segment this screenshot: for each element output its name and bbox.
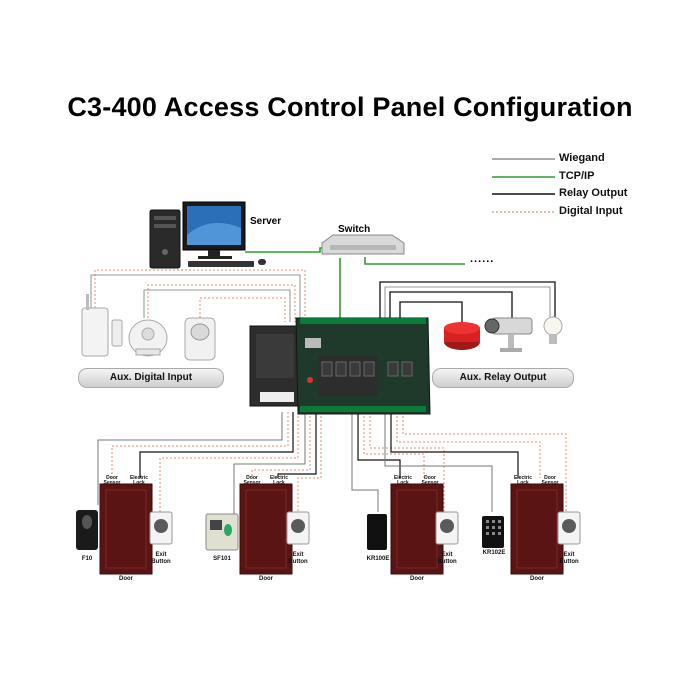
door4-reader-label: KR102E xyxy=(482,550,506,556)
smoke-detector-icon xyxy=(128,319,168,357)
camera-icon xyxy=(484,317,533,352)
f10-reader-icon xyxy=(76,510,98,550)
legend-digital-label: Digital Input xyxy=(559,205,623,217)
digital-input-wire-2 xyxy=(147,284,296,322)
network-switch-icon xyxy=(321,234,405,255)
door2-top-right-label: Electric Lock xyxy=(269,475,289,486)
door2-exit-label: Exit Button xyxy=(288,552,308,565)
tcpip-extension-link xyxy=(364,257,465,265)
door3-label: Door xyxy=(410,576,424,582)
aux-digital-input-pill: Aux. Digital Input xyxy=(78,368,224,388)
kr100e-reader-icon xyxy=(367,514,387,550)
door2-wires xyxy=(233,412,322,514)
server-label: Server xyxy=(250,216,282,227)
kr102e-reader-icon xyxy=(482,516,504,548)
c3-400-control-board xyxy=(249,317,431,415)
door4-top-right-label: Door Sensor xyxy=(541,475,559,486)
exit-button-3-icon xyxy=(435,511,459,545)
door1-exit-label: Exit Button xyxy=(151,552,171,565)
door4-label: Door xyxy=(530,576,544,582)
door-1-icon xyxy=(99,483,153,575)
door1-label: Door xyxy=(119,576,133,582)
door1-wires xyxy=(97,412,299,514)
door2-reader-label: SF101 xyxy=(213,556,231,562)
exit-button-2-icon xyxy=(286,511,310,545)
door2-top-left-label: Door Sensor xyxy=(243,475,261,486)
aux-relay-output-pill: Aux. Relay Output xyxy=(432,368,574,388)
switch-label: Switch xyxy=(338,224,371,235)
door-2-icon xyxy=(239,483,293,575)
diagram-title: C3-400 Access Control Panel Configuratio… xyxy=(67,92,633,122)
alarm-siren-icon xyxy=(444,322,480,350)
relay-wire-2 xyxy=(389,291,513,330)
door-contact-sensor-icon xyxy=(81,294,123,357)
server-monitor-icon xyxy=(182,201,266,267)
legend-wiegand-label: Wiegand xyxy=(559,152,605,164)
door3-top-left-label: Electric Lock xyxy=(393,475,413,486)
motion-detector-icon xyxy=(184,317,216,361)
ellipsis-label: ...... xyxy=(470,253,495,265)
server-tower-icon xyxy=(149,209,181,269)
door3-exit-label: Exit Button xyxy=(437,552,457,565)
door4-top-left-label: Electric Lock xyxy=(513,475,533,486)
door1-top-right-label: Electric Lock xyxy=(129,475,149,486)
door1-top-left-label: Door Sensor xyxy=(103,475,121,486)
relay-wire-4 xyxy=(384,286,551,330)
sf101-reader-icon xyxy=(205,513,239,551)
legend-tcpip-label: TCP/IP xyxy=(559,170,595,182)
relay-wire-3 xyxy=(399,301,463,330)
digital-input-wire-5 xyxy=(143,289,291,322)
door1-reader-label: F10 xyxy=(81,556,93,562)
exit-button-4-icon xyxy=(557,511,581,545)
door4-exit-label: Exit Button xyxy=(559,552,579,565)
door-4-icon xyxy=(510,483,564,575)
digital-input-wire-3 xyxy=(199,297,286,322)
exit-button-1-icon xyxy=(149,511,173,545)
relay-wire-1 xyxy=(379,281,556,330)
door4-wires xyxy=(384,412,567,514)
door3-top-right-label: Door Sensor xyxy=(421,475,439,486)
door3-reader-label: KR100E xyxy=(366,556,390,562)
light-bulb-icon xyxy=(543,316,563,344)
digital-input-wire-4 xyxy=(90,274,301,322)
door-3-icon xyxy=(390,483,444,575)
door2-label: Door xyxy=(259,576,273,582)
digital-input-wire-1 xyxy=(94,269,306,322)
legend-relay-label: Relay Output xyxy=(559,187,628,199)
